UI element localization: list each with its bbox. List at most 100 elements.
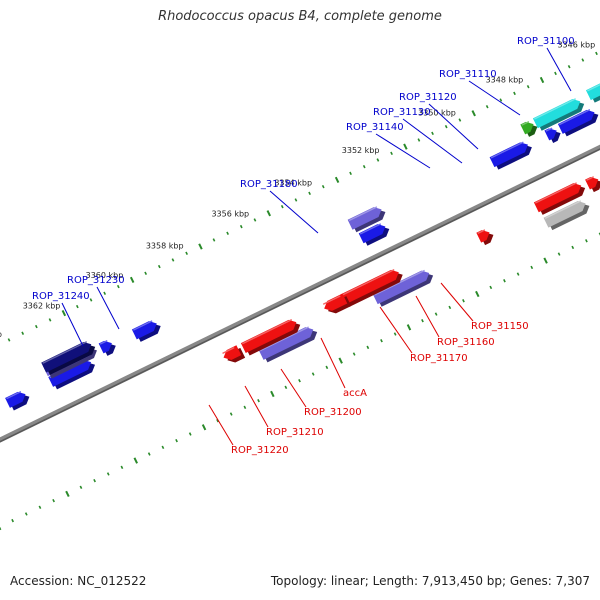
gene-rop-31200[interactable]	[372, 267, 436, 308]
reverse-gene-label[interactable]: ROP_31160	[415, 295, 495, 348]
chromosome-backbone-shadow	[0, 46, 600, 469]
reverse-gene-label[interactable]: accA	[320, 337, 367, 399]
gene-rop-31120[interactable]	[532, 95, 587, 131]
minor-tick	[554, 71, 557, 76]
gene-highlight	[6, 391, 22, 400]
gene-rop-31250[interactable]	[5, 388, 32, 411]
gene-rop-31180-b[interactable]	[358, 220, 392, 246]
minor-tick	[175, 438, 178, 443]
minor-tick	[144, 271, 148, 275]
gene-arrow	[223, 345, 242, 360]
gene-highlight	[373, 269, 425, 296]
gene-label-text: ROP_31240	[32, 291, 90, 302]
gene-arrow	[240, 319, 297, 353]
minor-tick	[253, 218, 257, 222]
forward-gene-label[interactable]: ROP_31140	[346, 122, 431, 169]
gene-rop-31220-b[interactable]	[221, 344, 246, 366]
minor-tick	[89, 298, 93, 302]
minor-tick	[595, 51, 598, 56]
minor-tick	[434, 312, 438, 316]
minor-tick	[171, 258, 175, 262]
minor-tick	[380, 339, 383, 343]
minor-tick	[157, 264, 161, 269]
minor-tick	[325, 365, 329, 370]
gene-rop-31210-b[interactable]	[258, 323, 320, 363]
forward-gene-label[interactable]: ROP_31110	[439, 69, 521, 116]
gene-arrow	[131, 321, 157, 340]
leader-line	[269, 190, 319, 234]
reverse-gene-label[interactable]: ROP_31170	[379, 306, 468, 364]
leader-line	[440, 282, 474, 322]
gene-highlight	[259, 326, 309, 352]
reverse-gene-label[interactable]: ROP_31210	[244, 385, 324, 438]
map-title: Rhodococcus opacus B4, complete genome	[158, 9, 442, 24]
gene-arrow	[543, 201, 586, 228]
gene-rop-31220[interactable]	[240, 316, 303, 356]
gene-rop-31160[interactable]	[533, 179, 588, 215]
major-tick	[270, 390, 275, 398]
gene-arrow	[544, 128, 557, 141]
gene-rop-31140-b[interactable]	[544, 125, 563, 144]
major-tick	[475, 290, 480, 298]
forward-gene-label[interactable]: ROP_31180	[240, 179, 319, 234]
gene-rop-31110[interactable]	[585, 63, 600, 104]
minor-tick	[212, 238, 216, 242]
reverse-gene-label[interactable]: ROP_31150	[440, 282, 529, 332]
major-tick	[266, 210, 272, 217]
gene-acca[interactable]	[476, 226, 496, 246]
forward-scale-ticks	[7, 51, 598, 342]
gene-arrow	[358, 224, 386, 244]
gene-rop-31230-b[interactable]	[98, 337, 119, 357]
minor-tick	[571, 245, 575, 250]
gene-rop-31130[interactable]	[520, 118, 540, 138]
reverse-gene-label[interactable]: ROP_31220	[208, 404, 289, 456]
gene-rop-31210[interactable]	[322, 293, 352, 318]
minor-tick	[485, 104, 489, 109]
gene-arrow	[533, 183, 582, 213]
gene-rop-31170[interactable]	[585, 173, 600, 193]
minor-tick	[311, 372, 315, 376]
minor-tick	[229, 412, 233, 416]
minor-tick	[362, 164, 366, 169]
forward-gene-label[interactable]: ROP_31120	[399, 92, 479, 150]
gene-highlight	[586, 176, 595, 181]
major-tick	[133, 457, 138, 464]
leader-line	[402, 118, 463, 164]
scale-label: 3362 kbp	[23, 301, 61, 310]
gene-arrow	[324, 293, 348, 311]
minor-tick	[188, 432, 192, 436]
gene-arrow	[372, 270, 430, 305]
gene-highlight	[521, 120, 530, 126]
gene-highlight	[587, 65, 600, 92]
minor-tick	[75, 304, 79, 309]
gene-rop-31150[interactable]	[543, 197, 592, 231]
forward-gene-label[interactable]: ROP_31100	[517, 36, 575, 92]
minor-tick	[11, 518, 14, 523]
major-tick	[201, 424, 207, 431]
gene-arrow	[41, 341, 92, 373]
gene-label-text: ROP_31230	[67, 275, 125, 286]
forward-gene-label[interactable]: ROP_31130	[373, 107, 463, 164]
minor-tick	[147, 452, 151, 456]
major-tick	[198, 243, 203, 250]
major-tick	[334, 176, 340, 184]
gene-highlight	[242, 318, 293, 345]
gene-rop-31140-a[interactable]	[557, 106, 600, 137]
forward-gene-label[interactable]: ROP_31240	[32, 291, 90, 347]
gene-arrow	[557, 109, 595, 134]
gene-rop-31240-c[interactable]	[41, 338, 97, 376]
gene-arrow	[489, 142, 528, 168]
minor-tick	[103, 291, 107, 295]
gene-highlight	[359, 223, 382, 235]
forward-gene-label[interactable]: ROP_31230	[67, 275, 125, 330]
leader-line	[61, 302, 84, 347]
gene-rop-31230[interactable]	[131, 317, 163, 342]
gene-rop-31180[interactable]	[347, 203, 388, 233]
gene-rop-31200-b[interactable]	[340, 266, 405, 308]
gene-arrow	[5, 391, 26, 408]
gene-highlight	[544, 200, 582, 219]
minor-tick	[7, 338, 11, 342]
gene-rop-31140-c[interactable]	[489, 139, 535, 171]
reverse-gene-label[interactable]: ROP_31200	[280, 368, 362, 418]
